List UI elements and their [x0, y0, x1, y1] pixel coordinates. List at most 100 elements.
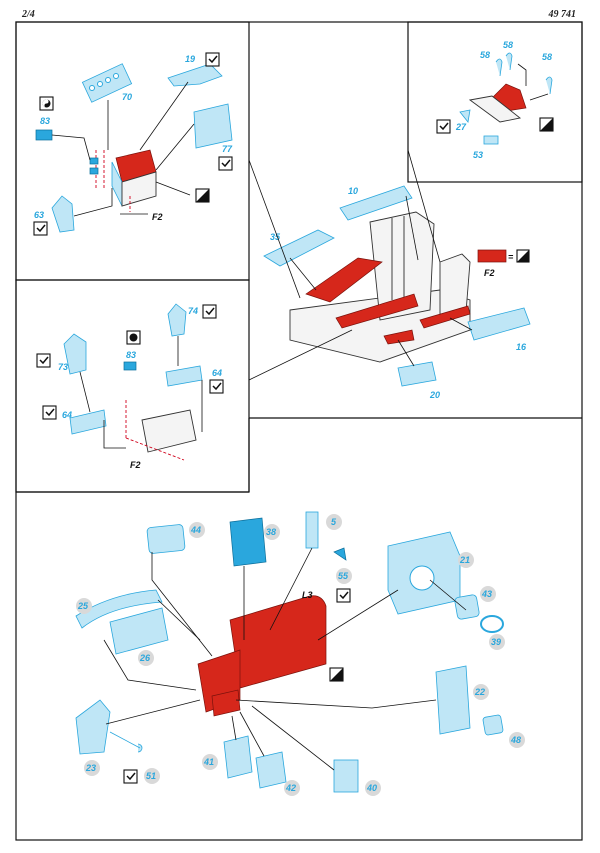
- leader-line: [239, 711, 265, 757]
- part-77: [193, 103, 233, 149]
- painted-part: [419, 305, 471, 329]
- part-label: 43: [481, 589, 492, 599]
- painted-part: [335, 293, 419, 329]
- assembly-mid-left: 74 83 73 64 64 F2: [36, 303, 224, 470]
- fold-check-icon: [202, 304, 217, 319]
- part-41: [223, 735, 253, 779]
- part-label: 38: [266, 527, 276, 537]
- assembly-top-left: 83 70 19 77 63: [33, 52, 233, 236]
- part-43: [454, 594, 480, 620]
- paint-code: F2: [484, 268, 495, 278]
- part-73: [63, 333, 87, 375]
- leader-line: [139, 81, 189, 151]
- part-label: 73: [58, 362, 68, 372]
- painted-part: [229, 595, 327, 689]
- part-44: [146, 524, 186, 554]
- leader-line: [248, 159, 301, 299]
- part-70: [81, 63, 133, 103]
- part-label: 20: [429, 390, 440, 400]
- panel-label: L3: [302, 590, 313, 600]
- leader-line: [251, 705, 335, 771]
- leader-line: [157, 599, 201, 641]
- part-25: [75, 589, 163, 629]
- part-label: 83: [126, 350, 136, 360]
- part-10: [339, 185, 413, 221]
- fold-check-icon: [205, 52, 220, 67]
- leader-line: [231, 715, 237, 741]
- leader-line: [155, 181, 191, 196]
- leader-line: [73, 188, 113, 217]
- fold-check-icon: [209, 379, 224, 394]
- part-label: 25: [77, 601, 89, 611]
- assembly-center: 10 35 16 20 = F2: [248, 149, 531, 400]
- fold-check-icon: [436, 119, 451, 134]
- leader-line: [79, 371, 91, 413]
- part-label: 27: [455, 122, 467, 132]
- part-label: 39: [491, 637, 501, 647]
- part-label: 41: [203, 757, 214, 767]
- part-64: [165, 365, 203, 387]
- part-40: [333, 759, 359, 793]
- part-51: [109, 731, 143, 753]
- part-label: 51: [146, 771, 156, 781]
- seat-box: [141, 409, 197, 453]
- part-53: [483, 135, 499, 145]
- leader-line: [103, 420, 126, 449]
- paint-code: F2: [130, 460, 141, 470]
- locator-line: [125, 437, 185, 461]
- leader-line: [248, 329, 353, 381]
- panel-top-right: [407, 21, 583, 183]
- part-20: [397, 361, 437, 387]
- part-label: 16: [516, 342, 527, 352]
- assembly-bottom: 44 38 5 55 21 43 39 25 26: [75, 511, 525, 796]
- painted-part: [305, 257, 383, 303]
- part-35: [263, 229, 335, 267]
- part-label: 55: [338, 571, 349, 581]
- leader-line: [529, 93, 549, 101]
- part-label: 64: [212, 368, 222, 378]
- leader-line: [449, 317, 473, 331]
- part-label: 77: [222, 144, 233, 154]
- painted-part: [383, 329, 415, 345]
- leader-line: [155, 123, 195, 171]
- part-label: 40: [366, 783, 377, 793]
- leader-line: [289, 257, 317, 291]
- part-58: [545, 76, 553, 95]
- part-42: [255, 751, 287, 789]
- set-number: 49 741: [548, 9, 577, 20]
- part-23: [75, 699, 111, 755]
- leader-line: [105, 699, 201, 725]
- part-label: 83: [40, 116, 50, 126]
- part-64: [69, 409, 107, 435]
- part-19: [167, 63, 223, 87]
- leader-line: [397, 339, 415, 367]
- leader-line: [151, 552, 213, 657]
- part-label: 5: [331, 517, 337, 527]
- part-label: 74: [188, 306, 198, 316]
- part-16: [467, 307, 531, 341]
- leader-line: [103, 639, 197, 691]
- leader-line: [51, 134, 91, 161]
- leader-line: [405, 195, 419, 261]
- part-label: 63: [34, 210, 44, 220]
- leader-line: [317, 589, 399, 641]
- part-label: 26: [139, 653, 151, 663]
- part-label: 23: [85, 763, 96, 773]
- part-48: [482, 714, 504, 736]
- part-label: 21: [459, 555, 470, 565]
- part-58: [505, 52, 513, 71]
- part-label: 44: [190, 525, 201, 535]
- part-55: [333, 547, 347, 561]
- leader-line: [407, 149, 441, 263]
- part-39: [480, 615, 504, 633]
- leader-line: [517, 63, 527, 86]
- part-63: [51, 195, 75, 233]
- part-label: 42: [285, 783, 296, 793]
- fold-check-icon: [336, 588, 351, 603]
- part-5: [305, 511, 319, 549]
- part-27: [459, 109, 471, 123]
- leader-line: [269, 547, 313, 631]
- paint-swatch: [477, 249, 507, 263]
- part-label: 19: [185, 54, 195, 64]
- part-83: [123, 361, 137, 371]
